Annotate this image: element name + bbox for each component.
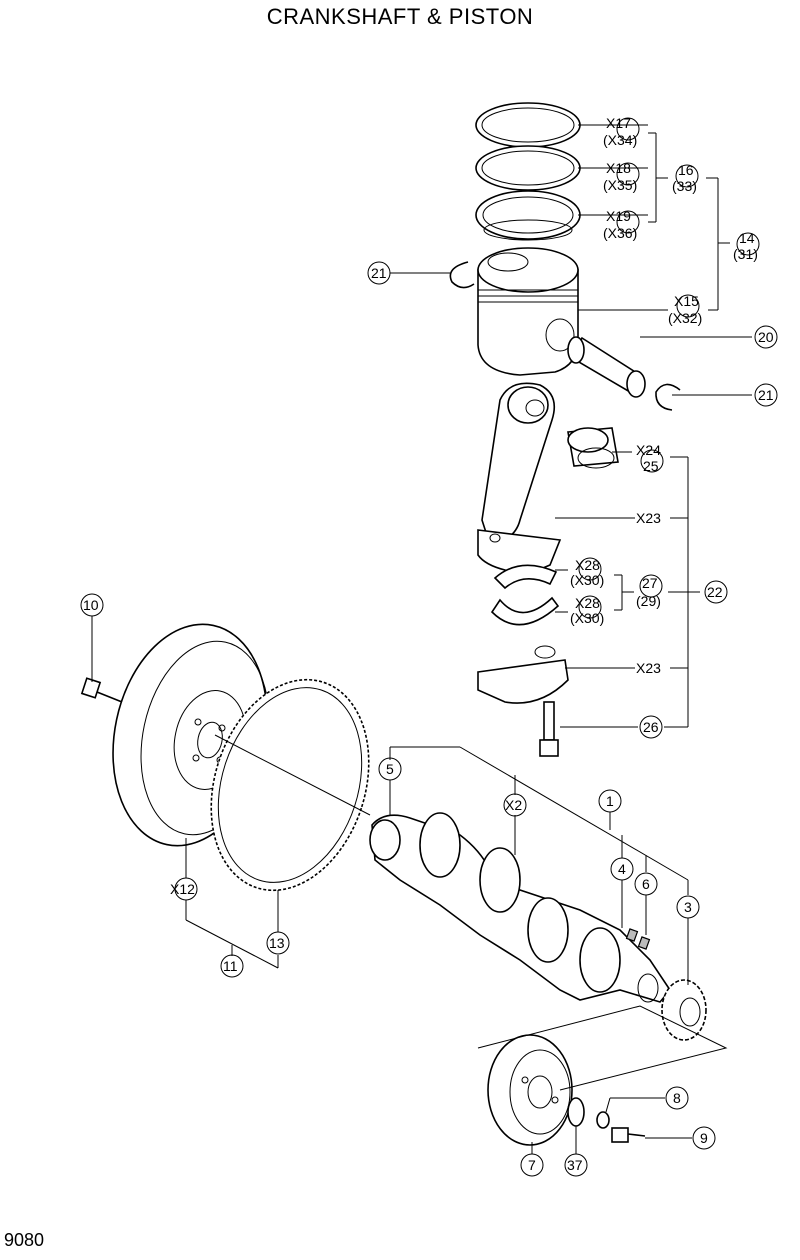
callout-16: 16 (33) xyxy=(672,162,699,194)
callout-3: 3 xyxy=(676,895,700,919)
callout-24-25: X24 25 xyxy=(636,442,664,474)
rod-bolt xyxy=(539,701,559,757)
crankshaft xyxy=(369,812,671,1003)
bearing-upper xyxy=(493,564,558,590)
svg-text:27: 27 xyxy=(642,575,658,591)
callout-20: 20 xyxy=(754,325,778,349)
callout-9: 9 xyxy=(692,1126,716,1150)
snap-ring-right xyxy=(655,383,681,411)
svg-text:(29): (29) xyxy=(636,593,661,609)
callout-22: 22 xyxy=(704,580,728,604)
svg-text:20: 20 xyxy=(758,329,774,345)
washer xyxy=(596,1111,610,1129)
callout-18: X18 (X35) xyxy=(603,160,640,193)
svg-text:10: 10 xyxy=(83,597,99,613)
svg-text:(X30): (X30) xyxy=(570,610,604,626)
svg-text:(31): (31) xyxy=(733,246,758,262)
svg-text:X2: X2 xyxy=(505,797,522,813)
piston-ring-second xyxy=(475,145,581,191)
callout-14: 14 (31) xyxy=(733,230,760,262)
svg-text:11: 11 xyxy=(223,958,238,974)
svg-text:X17: X17 xyxy=(606,115,631,131)
o-ring xyxy=(567,1097,585,1127)
callout-19: X19 (X36) xyxy=(603,208,640,241)
svg-text:1: 1 xyxy=(606,793,614,809)
svg-text:X24: X24 xyxy=(636,442,661,458)
callout-23-lower: X23 xyxy=(636,660,661,676)
snap-ring-left xyxy=(449,261,475,289)
piston-pin xyxy=(567,336,646,398)
svg-text:3: 3 xyxy=(684,899,692,915)
svg-text:25: 25 xyxy=(643,458,659,474)
callout-28-lower: X28 (X30) xyxy=(570,595,604,626)
callout-15: X15 (X32) xyxy=(668,293,702,326)
callout-7: 7 xyxy=(520,1153,544,1177)
callout-4: 4 xyxy=(610,857,634,881)
svg-text:37: 37 xyxy=(567,1157,583,1173)
svg-text:4: 4 xyxy=(618,861,626,877)
svg-text:X28: X28 xyxy=(575,557,600,573)
callout-21-left: 21 xyxy=(367,261,391,285)
svg-text:(X32): (X32) xyxy=(668,310,702,326)
callout-23-upper: X23 xyxy=(636,510,661,526)
callout-28-upper: X28 (X30) xyxy=(570,557,604,588)
callout-2: X2 xyxy=(503,793,527,817)
svg-text:(X35): (X35) xyxy=(603,177,637,193)
callout-12: X12 xyxy=(170,877,198,901)
small-end-bushing xyxy=(567,427,619,469)
page-title: CRANKSHAFT & PISTON xyxy=(266,4,534,29)
connecting-rod-cap xyxy=(477,645,569,704)
svg-text:16: 16 xyxy=(678,162,694,178)
svg-text:21: 21 xyxy=(371,265,387,281)
svg-text:X19: X19 xyxy=(606,208,631,224)
svg-text:(X36): (X36) xyxy=(603,225,637,241)
callout-13: 13 xyxy=(266,931,290,955)
svg-text:X18: X18 xyxy=(606,160,631,176)
callout-21-right: 21 xyxy=(754,383,778,407)
svg-text:9: 9 xyxy=(700,1130,708,1146)
callout-1: 1 xyxy=(598,789,622,813)
svg-text:X28: X28 xyxy=(575,595,600,611)
callout-17: X17 (X34) xyxy=(603,115,640,148)
callout-6: 6 xyxy=(634,872,658,896)
connecting-rod xyxy=(477,382,562,573)
svg-text:(33): (33) xyxy=(672,178,697,194)
svg-text:7: 7 xyxy=(528,1157,536,1173)
leader-lines xyxy=(91,124,752,1154)
page-number: 9080 xyxy=(4,1230,45,1250)
piston-ring-oil xyxy=(475,190,581,241)
piston-ring-top xyxy=(475,102,581,148)
svg-text:(X34): (X34) xyxy=(603,132,637,148)
key-4 xyxy=(625,928,639,942)
svg-text:X12: X12 xyxy=(170,881,195,897)
bearing-lower xyxy=(490,596,560,626)
svg-text:22: 22 xyxy=(707,584,723,600)
callout-11: 11 xyxy=(220,954,244,978)
svg-text:(X30): (X30) xyxy=(570,572,604,588)
flywheel-bolt xyxy=(80,677,123,703)
piston xyxy=(477,247,579,376)
svg-text:X23: X23 xyxy=(636,510,661,526)
pulley-bolt xyxy=(611,1127,646,1143)
svg-text:6: 6 xyxy=(642,876,650,892)
svg-text:13: 13 xyxy=(269,935,285,951)
svg-text:21: 21 xyxy=(758,387,774,403)
svg-text:X15: X15 xyxy=(674,293,699,309)
callout-26: 26 xyxy=(639,715,663,739)
ring-gear xyxy=(210,678,370,892)
key-6 xyxy=(637,936,651,950)
svg-text:14: 14 xyxy=(739,230,755,246)
svg-text:8: 8 xyxy=(673,1090,681,1106)
crank-gear xyxy=(661,979,707,1041)
callout-37: 37 xyxy=(564,1153,588,1177)
callout-5: 5 xyxy=(378,757,402,781)
callout-10: 10 xyxy=(80,593,104,617)
svg-text:X23: X23 xyxy=(636,660,661,676)
svg-text:26: 26 xyxy=(643,719,659,735)
crank-pulley xyxy=(487,1034,573,1146)
callout-8: 8 xyxy=(665,1086,689,1110)
svg-text:5: 5 xyxy=(386,761,394,777)
callout-27: 27 (29) xyxy=(636,574,663,609)
